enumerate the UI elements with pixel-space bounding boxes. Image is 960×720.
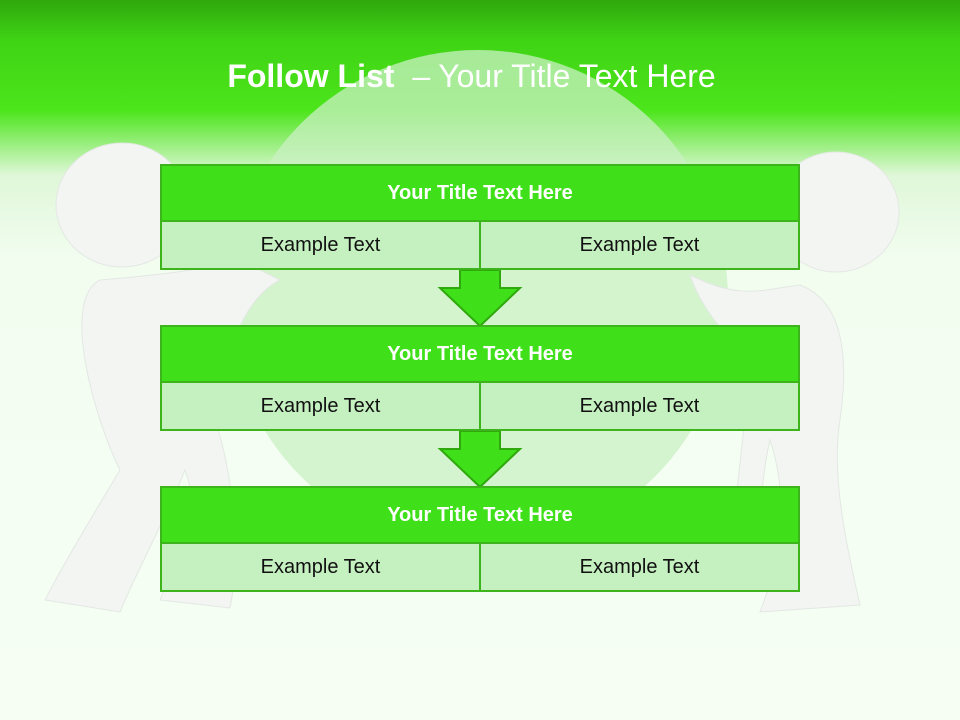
step-block-2: Your Title Text Here Example Text Exampl… [160, 325, 800, 431]
step-block-3: Your Title Text Here Example Text Exampl… [160, 486, 800, 592]
step-block-title: Your Title Text Here [162, 488, 798, 544]
step-block-cell-left: Example Text [162, 544, 479, 590]
step-block-row: Example Text Example Text [162, 383, 798, 429]
step-block-cell-left: Example Text [162, 222, 479, 268]
page-title-separator: – [412, 58, 431, 94]
down-arrow-2 [437, 431, 523, 489]
step-block-title: Your Title Text Here [162, 166, 798, 222]
page-title: Follow List–Your Title Text Here [0, 54, 943, 98]
right-figure [689, 151, 900, 613]
down-arrow-1 [437, 270, 523, 328]
step-block-cell-right: Example Text [479, 383, 798, 429]
step-block-cell-right: Example Text [479, 222, 798, 268]
step-block-row: Example Text Example Text [162, 544, 798, 590]
step-block-cell-left: Example Text [162, 383, 479, 429]
step-block-row: Example Text Example Text [162, 222, 798, 268]
step-block-title: Your Title Text Here [162, 327, 798, 383]
page-title-rest: Your Title Text Here [438, 58, 716, 94]
step-block-1: Your Title Text Here Example Text Exampl… [160, 164, 800, 270]
page-title-bold: Follow List [227, 58, 395, 94]
step-block-cell-right: Example Text [479, 544, 798, 590]
